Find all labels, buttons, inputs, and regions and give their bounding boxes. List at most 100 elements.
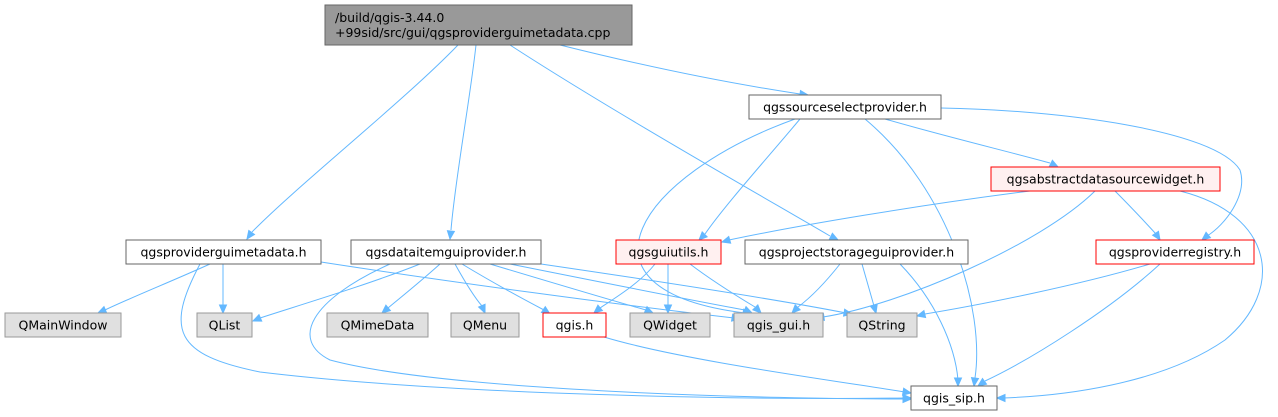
node-label: QMainWindow xyxy=(19,318,108,333)
node-label: +99sid/src/gui/qgsproviderguimetadata.cp… xyxy=(335,25,610,40)
node-label: QString xyxy=(858,318,905,333)
edge-root-to-qgsdataitemguiprovider xyxy=(446,44,477,241)
edge-qgsguiutils-to-qgis xyxy=(593,263,656,314)
edge-qgssourceselectprovider-to-qgis_gui xyxy=(637,118,796,317)
edge-line xyxy=(559,44,801,95)
node-qgis[interactable]: qgis.h xyxy=(542,312,607,338)
edge-qgsguiutils-to-QWidget xyxy=(663,264,673,315)
edge-line xyxy=(251,44,459,233)
edge-arrowhead xyxy=(751,303,762,314)
edge-arrowhead xyxy=(1201,231,1212,241)
edge-line xyxy=(450,44,477,231)
edge-arrowhead xyxy=(976,377,988,387)
node-label: qgssourceselectprovider.h xyxy=(763,100,927,115)
node-label: qgsguiutils.h xyxy=(629,245,709,260)
edge-arrowhead xyxy=(96,305,108,314)
edge-line xyxy=(899,263,959,381)
edge-line xyxy=(689,263,756,308)
edge-qgsdataitemguiprovider-to-QWidget xyxy=(489,263,655,314)
edge-qgsdataitemguiprovider-to-qgis xyxy=(461,263,552,315)
edge-root-to-qgsprojectstorageguiprovider xyxy=(509,44,840,241)
node-box xyxy=(846,312,918,338)
edge-root-to-qgsproviderguimetadata xyxy=(246,44,459,241)
node-label: /build/qgis-3.44.0 xyxy=(335,10,444,25)
node-qgsabstractdatasourcewidget[interactable]: qgsabstractdatasourcewidget.h xyxy=(990,166,1221,192)
edge-line xyxy=(1002,190,1263,399)
node-QList: QList xyxy=(196,312,253,338)
edge-qgsprojectstorageguiprovider-to-qgis_gui xyxy=(791,263,841,314)
node-box xyxy=(542,312,607,338)
edge-qgsproviderguimetadata-to-QMainWindow xyxy=(96,263,211,314)
node-box xyxy=(733,312,824,338)
edge-arrowhead xyxy=(970,377,980,388)
node-QMimeData: QMimeData xyxy=(326,312,429,338)
edge-qgis-to-qgis_sip xyxy=(603,336,913,396)
edge-arrowhead xyxy=(593,304,604,314)
edge-qgsdataitemguiprovider-to-QMenu xyxy=(454,263,486,315)
edge-line xyxy=(259,263,421,319)
edge-qgssourceselectprovider-to-qgsabstractdatasourcewidget xyxy=(884,118,1060,168)
node-label: qgsprojectstorageguiprovider.h xyxy=(759,245,954,260)
node-label: qgsproviderregistry.h xyxy=(1109,245,1241,260)
node-qgsdataitemguiprovider[interactable]: qgsdataitemguiprovider.h xyxy=(350,239,542,265)
node-label: qgis_gui.h xyxy=(747,318,810,333)
node-label: qgsabstractdatasourcewidget.h xyxy=(1007,172,1205,187)
node-box xyxy=(744,239,969,265)
graph-nodes: /build/qgis-3.44.0+99sid/src/gui/qgsprov… xyxy=(4,4,1255,411)
edge-line xyxy=(509,44,831,237)
edge-arrowhead xyxy=(663,304,673,315)
node-qgsprojectstorageguiprovider[interactable]: qgsprojectstorageguiprovider.h xyxy=(744,239,969,265)
edge-arrowhead xyxy=(869,303,878,315)
node-label: qgsproviderguimetadata.h xyxy=(140,245,306,260)
edge-line xyxy=(884,118,1051,164)
node-box xyxy=(1095,239,1255,265)
node-qgsproviderguimetadata[interactable]: qgsproviderguimetadata.h xyxy=(125,239,322,265)
node-qgis_sip[interactable]: qgis_sip.h xyxy=(910,385,998,411)
edge-arrowhead xyxy=(995,393,1006,403)
edge-arrowhead xyxy=(246,229,256,241)
node-qgsguiutils[interactable]: qgsguiutils.h xyxy=(615,239,722,265)
edge-arrowhead xyxy=(251,313,263,322)
edge-qgsproviderguimetadata-to-QList xyxy=(218,264,228,315)
node-box xyxy=(4,312,122,338)
edge-line xyxy=(924,263,1151,315)
edge-line xyxy=(704,118,801,235)
edge-arrowhead xyxy=(381,304,392,314)
edge-line xyxy=(984,263,1161,382)
edge-line xyxy=(1114,190,1157,235)
edge-qgsprojectstorageguiprovider-to-qgis_sip xyxy=(899,263,963,388)
node-box xyxy=(990,166,1221,192)
edge-line xyxy=(797,263,841,308)
edge-line xyxy=(461,263,545,311)
node-QMainWindow: QMainWindow xyxy=(4,312,122,338)
edge-arrowhead xyxy=(1048,159,1060,168)
node-box xyxy=(125,239,322,265)
edge-line xyxy=(822,190,1096,318)
node-label: qgsdataitemguiprovider.h xyxy=(366,245,527,260)
node-box xyxy=(450,312,520,338)
edge-arrowhead xyxy=(218,304,228,315)
node-label: QMimeData xyxy=(341,318,415,333)
edge-line xyxy=(603,336,906,393)
edge-arrowhead xyxy=(1151,230,1161,242)
edge-arrowhead xyxy=(446,230,456,241)
edge-line xyxy=(309,263,906,400)
node-box xyxy=(196,312,253,338)
edge-qgsproviderregistry-to-qgis_sip xyxy=(976,263,1161,387)
edge-arrowhead xyxy=(901,387,913,396)
edge-arrowhead xyxy=(720,235,732,244)
node-label: QWidget xyxy=(643,318,697,333)
edge-line xyxy=(104,263,211,311)
node-box xyxy=(615,239,722,265)
edge-arrowhead xyxy=(791,303,802,314)
node-qgssourceselectprovider[interactable]: qgssourceselectprovider.h xyxy=(748,94,942,120)
edge-arrowhead xyxy=(902,394,913,404)
edge-root-to-qgssourceselectprovider xyxy=(559,44,810,99)
edge-arrowhead xyxy=(477,303,486,315)
node-qgis_gui: qgis_gui.h xyxy=(733,312,824,338)
node-qgsproviderregistry[interactable]: qgsproviderregistry.h xyxy=(1095,239,1255,265)
node-QWidget: QWidget xyxy=(629,312,711,338)
edge-qgsdataitemguiprovider-to-QList xyxy=(251,263,421,322)
edge-line xyxy=(387,263,441,309)
node-label: qgis.h xyxy=(556,318,594,333)
